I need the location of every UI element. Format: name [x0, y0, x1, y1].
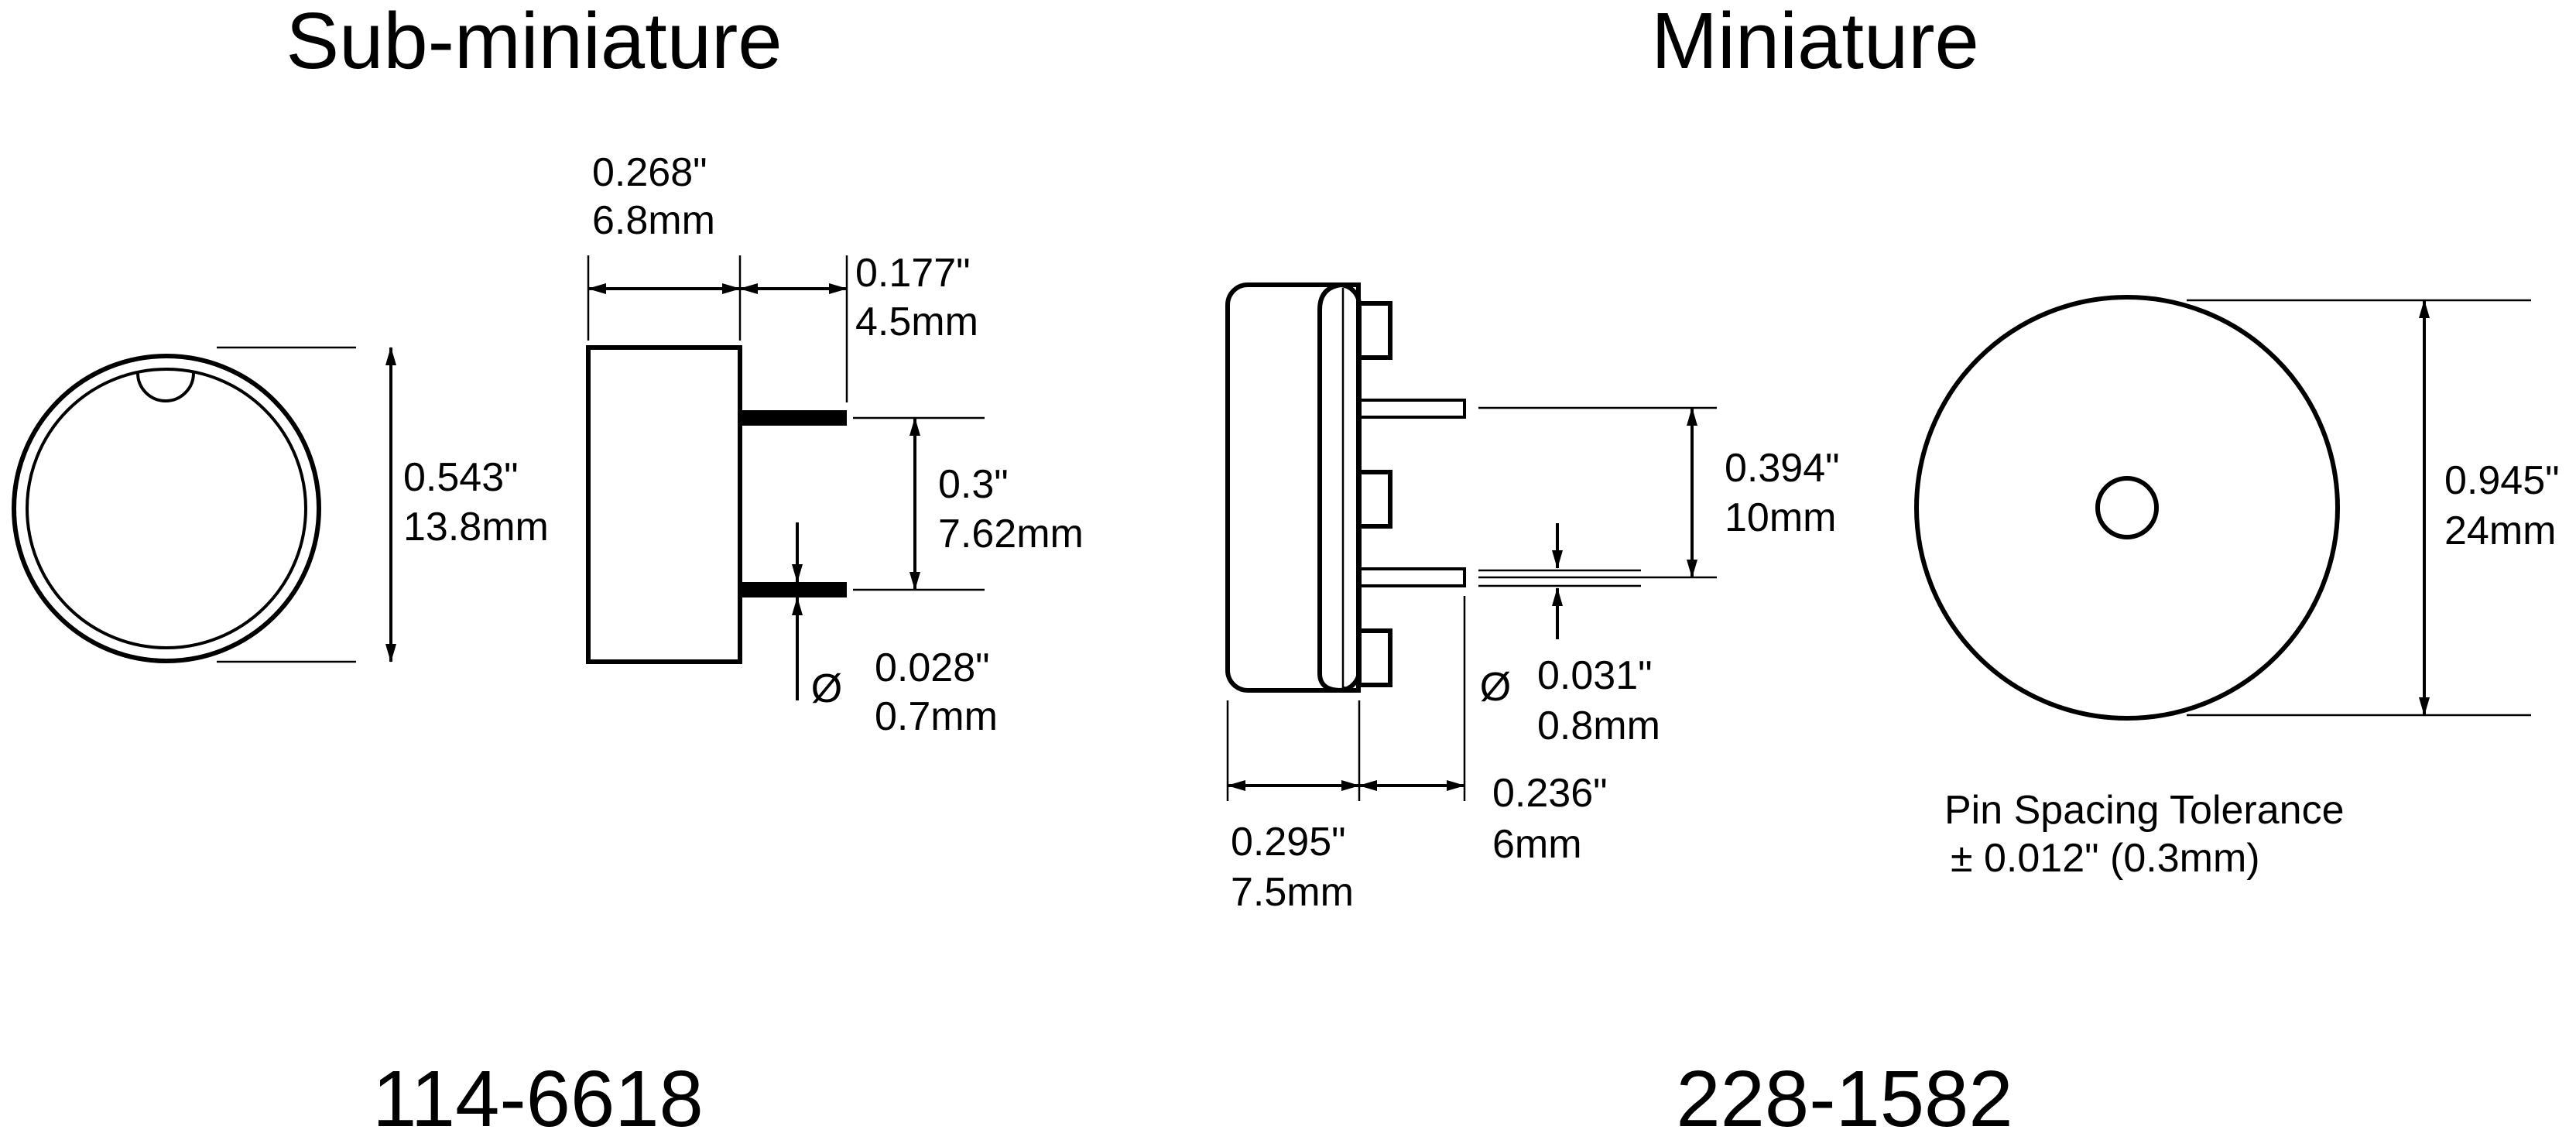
polarity-notch: [136, 372, 195, 402]
miniature-side-view: 0.394" 10mm Ø 0.031" 0.8mm 0.295" 7.5mm …: [1225, 282, 1840, 915]
sub-pin-top: [740, 410, 847, 426]
mini-pin-bottom: [1358, 567, 1466, 587]
mini-tab-bottom: [1357, 628, 1392, 687]
mini-pin-diameter-symbol: Ø: [1480, 665, 1511, 710]
mini-body-width-mm-label: 7.5mm: [1231, 870, 1354, 915]
mini-pin-top: [1358, 399, 1466, 419]
sub-pin-bottom: [740, 582, 847, 597]
mini-pin-diameter-in-label: 0.031": [1537, 653, 1653, 698]
tolerance-value: ± 0.012" (0.3mm): [1951, 836, 2260, 881]
mini-body: [1225, 282, 1362, 693]
mini-body-width-in-label: 0.295": [1231, 820, 1346, 865]
mini-center-hole: [2095, 476, 2159, 539]
mini-pin-spacing-in-label: 0.394": [1725, 446, 1840, 491]
sub-pin-length-mm-label: 4.5mm: [855, 300, 978, 344]
mini-disc: [1914, 295, 2340, 721]
sub-pin-diameter-mm-label: 0.7mm: [875, 694, 998, 739]
sub-width-in-label: 0.268": [592, 150, 707, 195]
tolerance-label: Pin Spacing Tolerance: [1944, 788, 2345, 833]
sub-diameter-mm-label: 13.8mm: [403, 505, 549, 550]
sub-miniature-section: Sub-miniature 0.543" 13.8mm 0.268" 6.8mm: [12, 0, 1084, 1143]
sub-body: [586, 345, 742, 664]
mini-tab-top: [1357, 301, 1392, 360]
mini-pin-diameter-mm-label: 0.8mm: [1537, 704, 1660, 748]
miniature-part-number: 228-1582: [1676, 1054, 2012, 1143]
sub-pin-diameter-symbol: Ø: [811, 666, 842, 711]
sub-miniature-part-number: 114-6618: [372, 1054, 704, 1143]
sub-pin-length-in-label: 0.177": [855, 251, 971, 296]
sub-diameter-in-label: 0.543": [403, 455, 519, 500]
sub-width-mm-label: 6.8mm: [592, 198, 715, 243]
mini-tab-middle: [1357, 470, 1392, 529]
miniature-front-view: 0.945" 24mm Pin Spacing Tolerance ± 0.01…: [1914, 295, 2560, 881]
miniature-title: Miniature: [1651, 0, 1979, 85]
sub-miniature-side-view: 0.268" 6.8mm 0.177" 4.5mm 0.3" 7.62mm Ø …: [586, 150, 1084, 739]
mini-diameter-mm-label: 24mm: [2444, 508, 2556, 553]
mini-pin-spacing-mm-label: 10mm: [1725, 495, 1836, 540]
sub-pin-spacing-mm-label: 7.62mm: [938, 512, 1084, 556]
sub-pin-diameter-in-label: 0.028": [875, 645, 990, 690]
sub-miniature-title: Sub-miniature: [286, 0, 782, 85]
mini-diameter-in-label: 0.945": [2444, 458, 2560, 503]
mini-pin-length-mm-label: 6mm: [1492, 822, 1582, 867]
miniature-section: Miniature 0.394" 10mm Ø 0.031": [1225, 0, 2560, 1143]
sub-pin-spacing-in-label: 0.3": [938, 462, 1009, 507]
mini-pin-length-in-label: 0.236": [1492, 771, 1608, 816]
sub-miniature-front-view: 0.543" 13.8mm: [12, 346, 549, 663]
